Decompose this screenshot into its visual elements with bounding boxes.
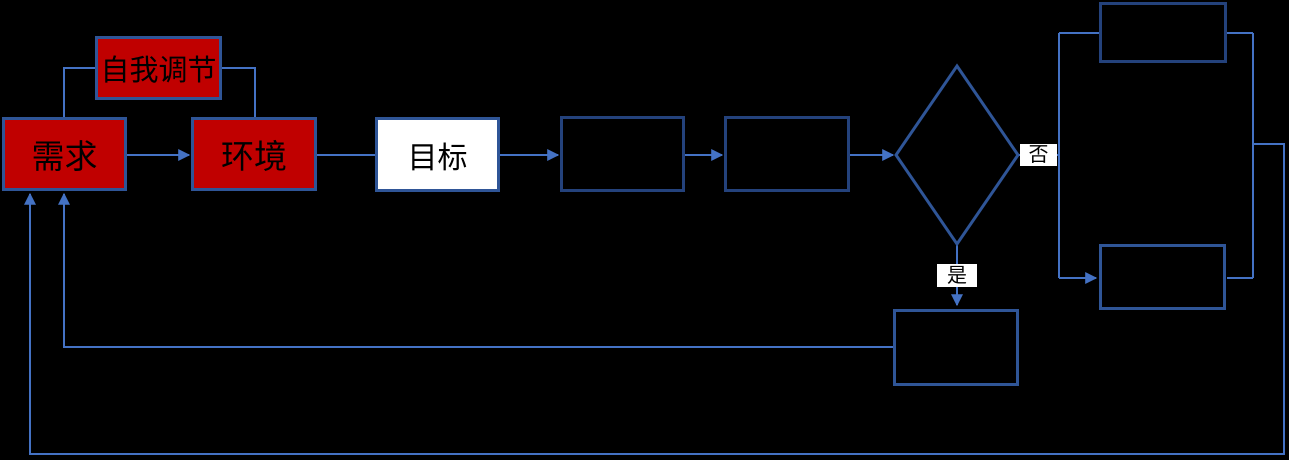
node-environment-label: 环境 — [221, 138, 287, 175]
node-self-regulation: 自我调节 — [95, 36, 222, 100]
edge-demand-to-self-regulation — [63, 67, 95, 117]
edge-outer-feedback-to-demand — [24, 143, 1285, 455]
edge-label-no-text: 否 — [1028, 144, 1049, 166]
node-yes-step — [893, 309, 1019, 386]
edge-label-no: 否 — [1020, 144, 1057, 166]
edge-self-regulation-to-environment — [222, 67, 256, 117]
decision-diamond — [894, 63, 1020, 247]
node-environment: 环境 — [191, 117, 317, 191]
node-demand: 需求 — [2, 117, 127, 191]
node-demand-label: 需求 — [31, 138, 98, 175]
edge-label-yes: 是 — [937, 264, 977, 287]
node-self-regulation-label: 自我调节 — [100, 55, 217, 87]
node-step2 — [724, 116, 850, 192]
edge-yes-feedback-to-demand — [58, 192, 893, 348]
edge-label-yes-text: 是 — [947, 264, 967, 287]
node-bottom-right — [1099, 244, 1226, 310]
node-top-right — [1099, 2, 1227, 63]
node-goal: 目标 — [375, 117, 500, 192]
node-step1 — [560, 116, 685, 192]
node-goal-label: 目标 — [407, 141, 468, 175]
